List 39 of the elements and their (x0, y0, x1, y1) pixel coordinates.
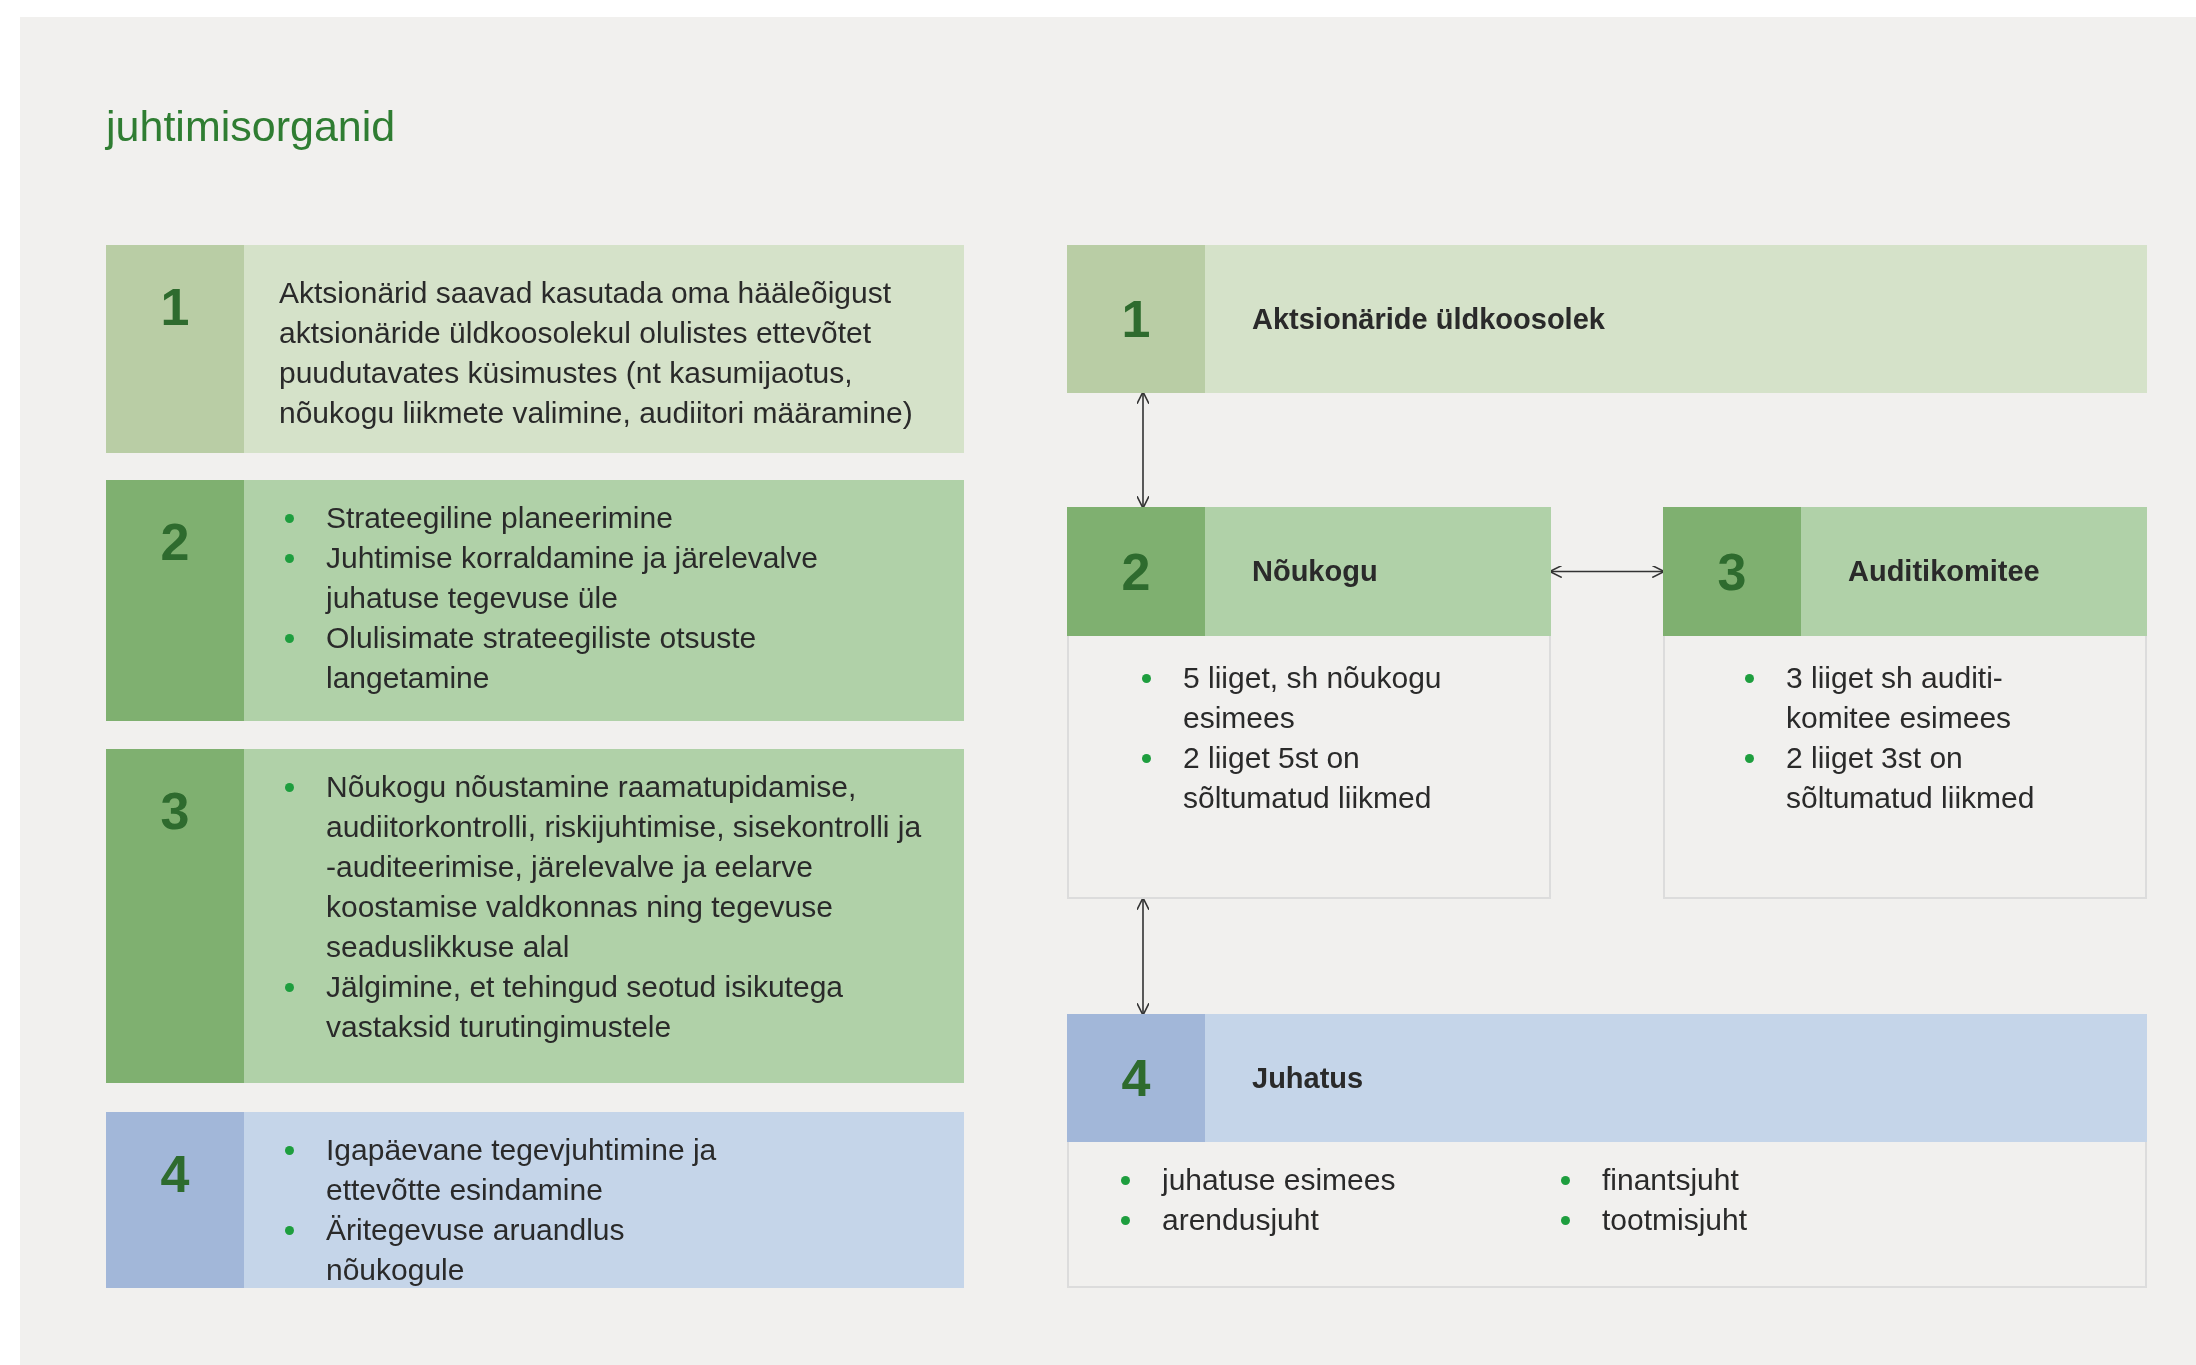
double-arrow (1136, 391, 1150, 509)
box-heading: Nõukogu (1252, 555, 1378, 588)
bullet-item: Nõukogu nõustamine raamatupidamise, audiitorkontrolli, riskijuhtimise, sisekontrolli ja -auditeerimise, järelevalve ja eelarve koostamise valdkonnas ning tegevuse seaduslikkuse alal (326, 769, 923, 965)
bullet-item: Strateegiline planeerimine (326, 500, 673, 536)
step-number: 3 (160, 785, 190, 837)
description-text: Aktsionärid saavad kasutada oma hääleõigust aktsionäride üldkoosolekul olulistes ettevõtet puudutavates küsimustes (nt kasumijaotus, nõukogu liikmete valimine, audiitori määramine) (279, 275, 914, 431)
bullet-item: Olulisimate strateegiliste otsuste langetamine (326, 620, 758, 696)
info-card (106, 749, 964, 1083)
step-number: 1 (1121, 293, 1151, 345)
bullet-item: 2 liiget 3st on sõltumatud liikmed (1786, 740, 2036, 816)
bullet-item: finantsjuht (1602, 1162, 1739, 1198)
bullet-item: Juhtimise korraldamine ja järelevalve juhatuse tegevuse üle (326, 540, 819, 616)
step-number: 2 (160, 516, 190, 568)
bullet-item: Äritegevuse aruandlus nõukogule (326, 1212, 626, 1288)
box-heading: Aktsionäride üldkoosolek (1252, 302, 1605, 336)
step-number: 4 (160, 1148, 190, 1200)
box-heading: Juhatus (1252, 1061, 1364, 1095)
box-heading: Auditikomitee (1848, 555, 2040, 588)
bullet-item: Jälgimine, et tehingud seotud isikutega vastaksid turutingimustele (326, 969, 844, 1045)
info-card (106, 245, 964, 453)
org-box (1067, 245, 2147, 393)
info-card (106, 480, 964, 721)
info-card (106, 1112, 964, 1288)
step-number: 2 (1121, 545, 1151, 598)
step-number: 1 (160, 281, 190, 333)
bullet-item: 3 liiget sh auditi- komitee esimees (1786, 660, 2013, 736)
double-arrow (1136, 897, 1150, 1016)
bullet-item: Igapäevane tegevjuhtimine ja ettevõtte esindamine (326, 1132, 718, 1208)
bullet-item: tootmisjuht (1602, 1202, 1748, 1238)
bullet-item: juhatuse esimees (1162, 1162, 1396, 1198)
step-number: 4 (1121, 1052, 1151, 1104)
step-number: 3 (1717, 545, 1747, 598)
bullet-item: arendusjuht (1162, 1202, 1319, 1238)
bullet-item: 2 liiget 5st on sõltumatud liikmed (1183, 740, 1433, 816)
bullet-item: 5 liiget, sh nõukogu esimees (1183, 660, 1443, 736)
org-box (1067, 507, 1551, 899)
diagram-title: juhtimisorganid (106, 102, 396, 151)
org-box (1067, 1014, 2147, 1288)
org-box (1663, 507, 2147, 899)
